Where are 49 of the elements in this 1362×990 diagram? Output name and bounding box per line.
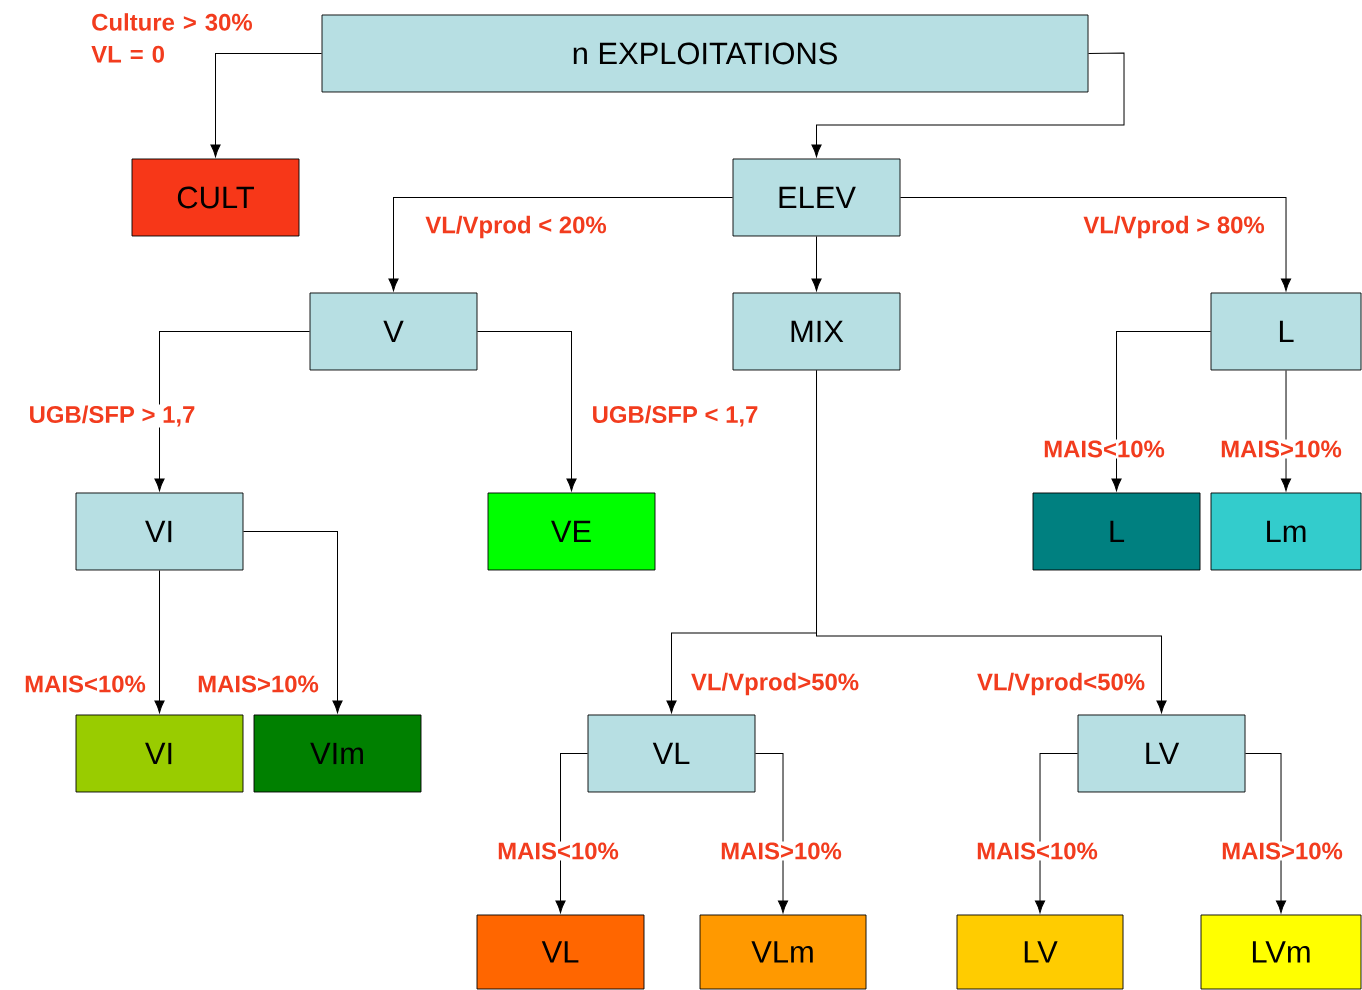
class-box: VI bbox=[75, 714, 244, 793]
arrow bbox=[242, 531, 343, 714]
edge-label: MAIS<10% bbox=[1042, 439, 1166, 459]
arrow bbox=[816, 369, 1167, 714]
arrow bbox=[754, 753, 789, 914]
arrow bbox=[811, 52, 1125, 158]
arrow bbox=[476, 331, 577, 492]
arrow bbox=[1244, 753, 1287, 914]
arrow bbox=[1111, 331, 1212, 492]
edge-label: VL/Vprod<50% bbox=[975, 671, 1147, 697]
edge-label: Culture > 30% VL = 0 bbox=[91, 13, 252, 63]
arrow bbox=[210, 53, 323, 158]
edge-label: VL/Vprod > 80% bbox=[1082, 214, 1266, 240]
edge-label: VL/Vprod < 20% bbox=[424, 214, 608, 240]
class-box: VLm bbox=[699, 914, 867, 990]
arrow bbox=[388, 197, 734, 292]
edge-label: VL/Vprod>50% bbox=[689, 671, 861, 697]
edge-label: MAIS>10% bbox=[1219, 439, 1343, 459]
edge-label: UGB/SFP < 1,7 bbox=[590, 404, 760, 428]
class-box: L bbox=[1032, 492, 1201, 571]
edge-label: MAIS<10% bbox=[975, 841, 1099, 861]
class-box: V bbox=[309, 292, 478, 371]
edge-label: UGB/SFP > 1,7 bbox=[27, 404, 197, 428]
class-box: n EXPLOITATIONS bbox=[321, 14, 1089, 93]
arrow bbox=[555, 753, 589, 914]
class-box: VIm bbox=[253, 714, 422, 793]
edge-label: MAIS>10% bbox=[196, 674, 320, 694]
class-box: MIX bbox=[732, 292, 901, 371]
edge-label: MAIS<10% bbox=[23, 674, 147, 694]
class-box: L bbox=[1210, 292, 1362, 371]
edge-label: MAIS>10% bbox=[719, 841, 843, 861]
arrow bbox=[899, 197, 1292, 292]
class-box: CULT bbox=[131, 158, 300, 237]
arrow bbox=[1280, 369, 1292, 492]
class-box: VL bbox=[587, 714, 756, 793]
edge-label: MAIS>10% bbox=[1220, 841, 1344, 861]
class-box: VL bbox=[476, 914, 645, 990]
class-box: Lm bbox=[1210, 492, 1362, 571]
class-box: VI bbox=[75, 492, 244, 571]
class-box: LV bbox=[956, 914, 1124, 990]
edge-label: MAIS<10% bbox=[496, 841, 620, 861]
arrow bbox=[154, 569, 165, 714]
class-box: LVm bbox=[1200, 914, 1362, 990]
arrow bbox=[1034, 753, 1079, 914]
arrow bbox=[811, 235, 822, 292]
class-box: VE bbox=[487, 492, 656, 571]
arrow bbox=[154, 331, 311, 492]
class-box: LV bbox=[1077, 714, 1246, 793]
class-box: ELEV bbox=[732, 158, 901, 237]
